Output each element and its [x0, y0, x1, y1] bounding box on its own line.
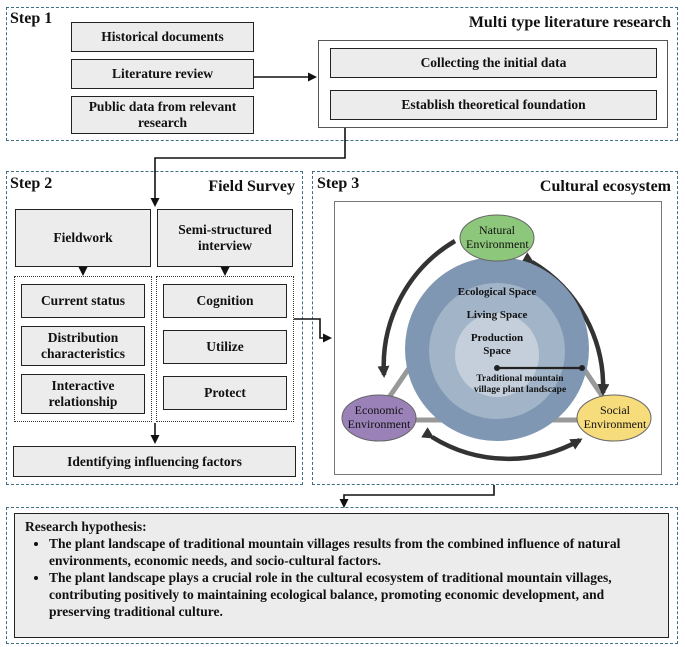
interview-box: Semi-structured interview — [157, 209, 293, 267]
living-space-label: Living Space — [466, 309, 528, 321]
natural-environment-ellipse — [459, 214, 535, 262]
core-pointer — [494, 365, 585, 371]
item-distribution-characteristics: Distribution characteristics — [21, 326, 145, 366]
arrow-step2-to-step3 — [294, 318, 332, 343]
hypothesis-point-1: The plant landscape of traditional mount… — [49, 535, 658, 569]
identifying-factors-box: Identifying influencing factors — [13, 446, 296, 477]
item-cognition: Cognition — [163, 284, 287, 318]
hypothesis-title: Research hypothesis: — [25, 519, 147, 534]
social-environment-label: Social Environment — [583, 403, 647, 431]
item-utilize: Utilize — [163, 330, 287, 364]
natural-environment-label: Natural Environment — [466, 223, 529, 251]
hypothesis-point-2: The plant landscape plays a crucial role… — [49, 569, 658, 620]
source-public-data: Public data from relevant research — [71, 96, 254, 134]
item-protect: Protect — [163, 376, 287, 410]
ecological-space-label: Ecological Space — [457, 286, 537, 298]
step3-frame — [312, 171, 678, 485]
social-environment-ellipse — [576, 394, 652, 442]
step1-title: Multi type literature research — [468, 14, 671, 31]
source-literature-review: Literature review — [71, 59, 254, 89]
hypothesis-box: Research hypothesis: The plant landscape… — [14, 513, 669, 638]
production-space-label: Production Space — [470, 332, 524, 357]
hypothesis-list: The plant landscape of traditional mount… — [25, 535, 658, 620]
fieldwork-box: Fieldwork — [15, 209, 151, 267]
outcome-collecting-data: Collecting the initial data — [330, 48, 657, 78]
hypothesis-frame — [6, 507, 678, 644]
step2-label: Step 2 — [10, 175, 53, 192]
source-historical-documents: Historical documents — [71, 22, 254, 52]
economic-environment-ellipse — [341, 394, 417, 442]
step1-outcomes-frame — [318, 40, 668, 128]
interview-items-frame — [156, 276, 294, 422]
ecosystem-panel — [334, 201, 662, 475]
step3-title: Cultural ecosystem — [539, 178, 671, 195]
arrow-to-hypothesis — [339, 485, 495, 508]
production-space-circle — [455, 313, 539, 397]
step1-label: Step 1 — [10, 10, 53, 27]
step3-label: Step 3 — [317, 175, 360, 192]
item-interactive-relationship: Interactive relationship — [21, 374, 145, 414]
arrow-step1-to-step2 — [150, 128, 346, 207]
item-current-status: Current status — [21, 284, 145, 318]
outcome-theoretical-foundation: Establish theoretical foundation — [330, 90, 657, 120]
step1-frame — [6, 7, 678, 141]
economic-environment-label: Economic Environment — [347, 403, 411, 431]
fieldwork-items-frame — [14, 276, 152, 422]
step2-title: Field Survey — [208, 178, 295, 195]
core-landscape-label: Traditional mountain village plant lands… — [473, 374, 567, 395]
